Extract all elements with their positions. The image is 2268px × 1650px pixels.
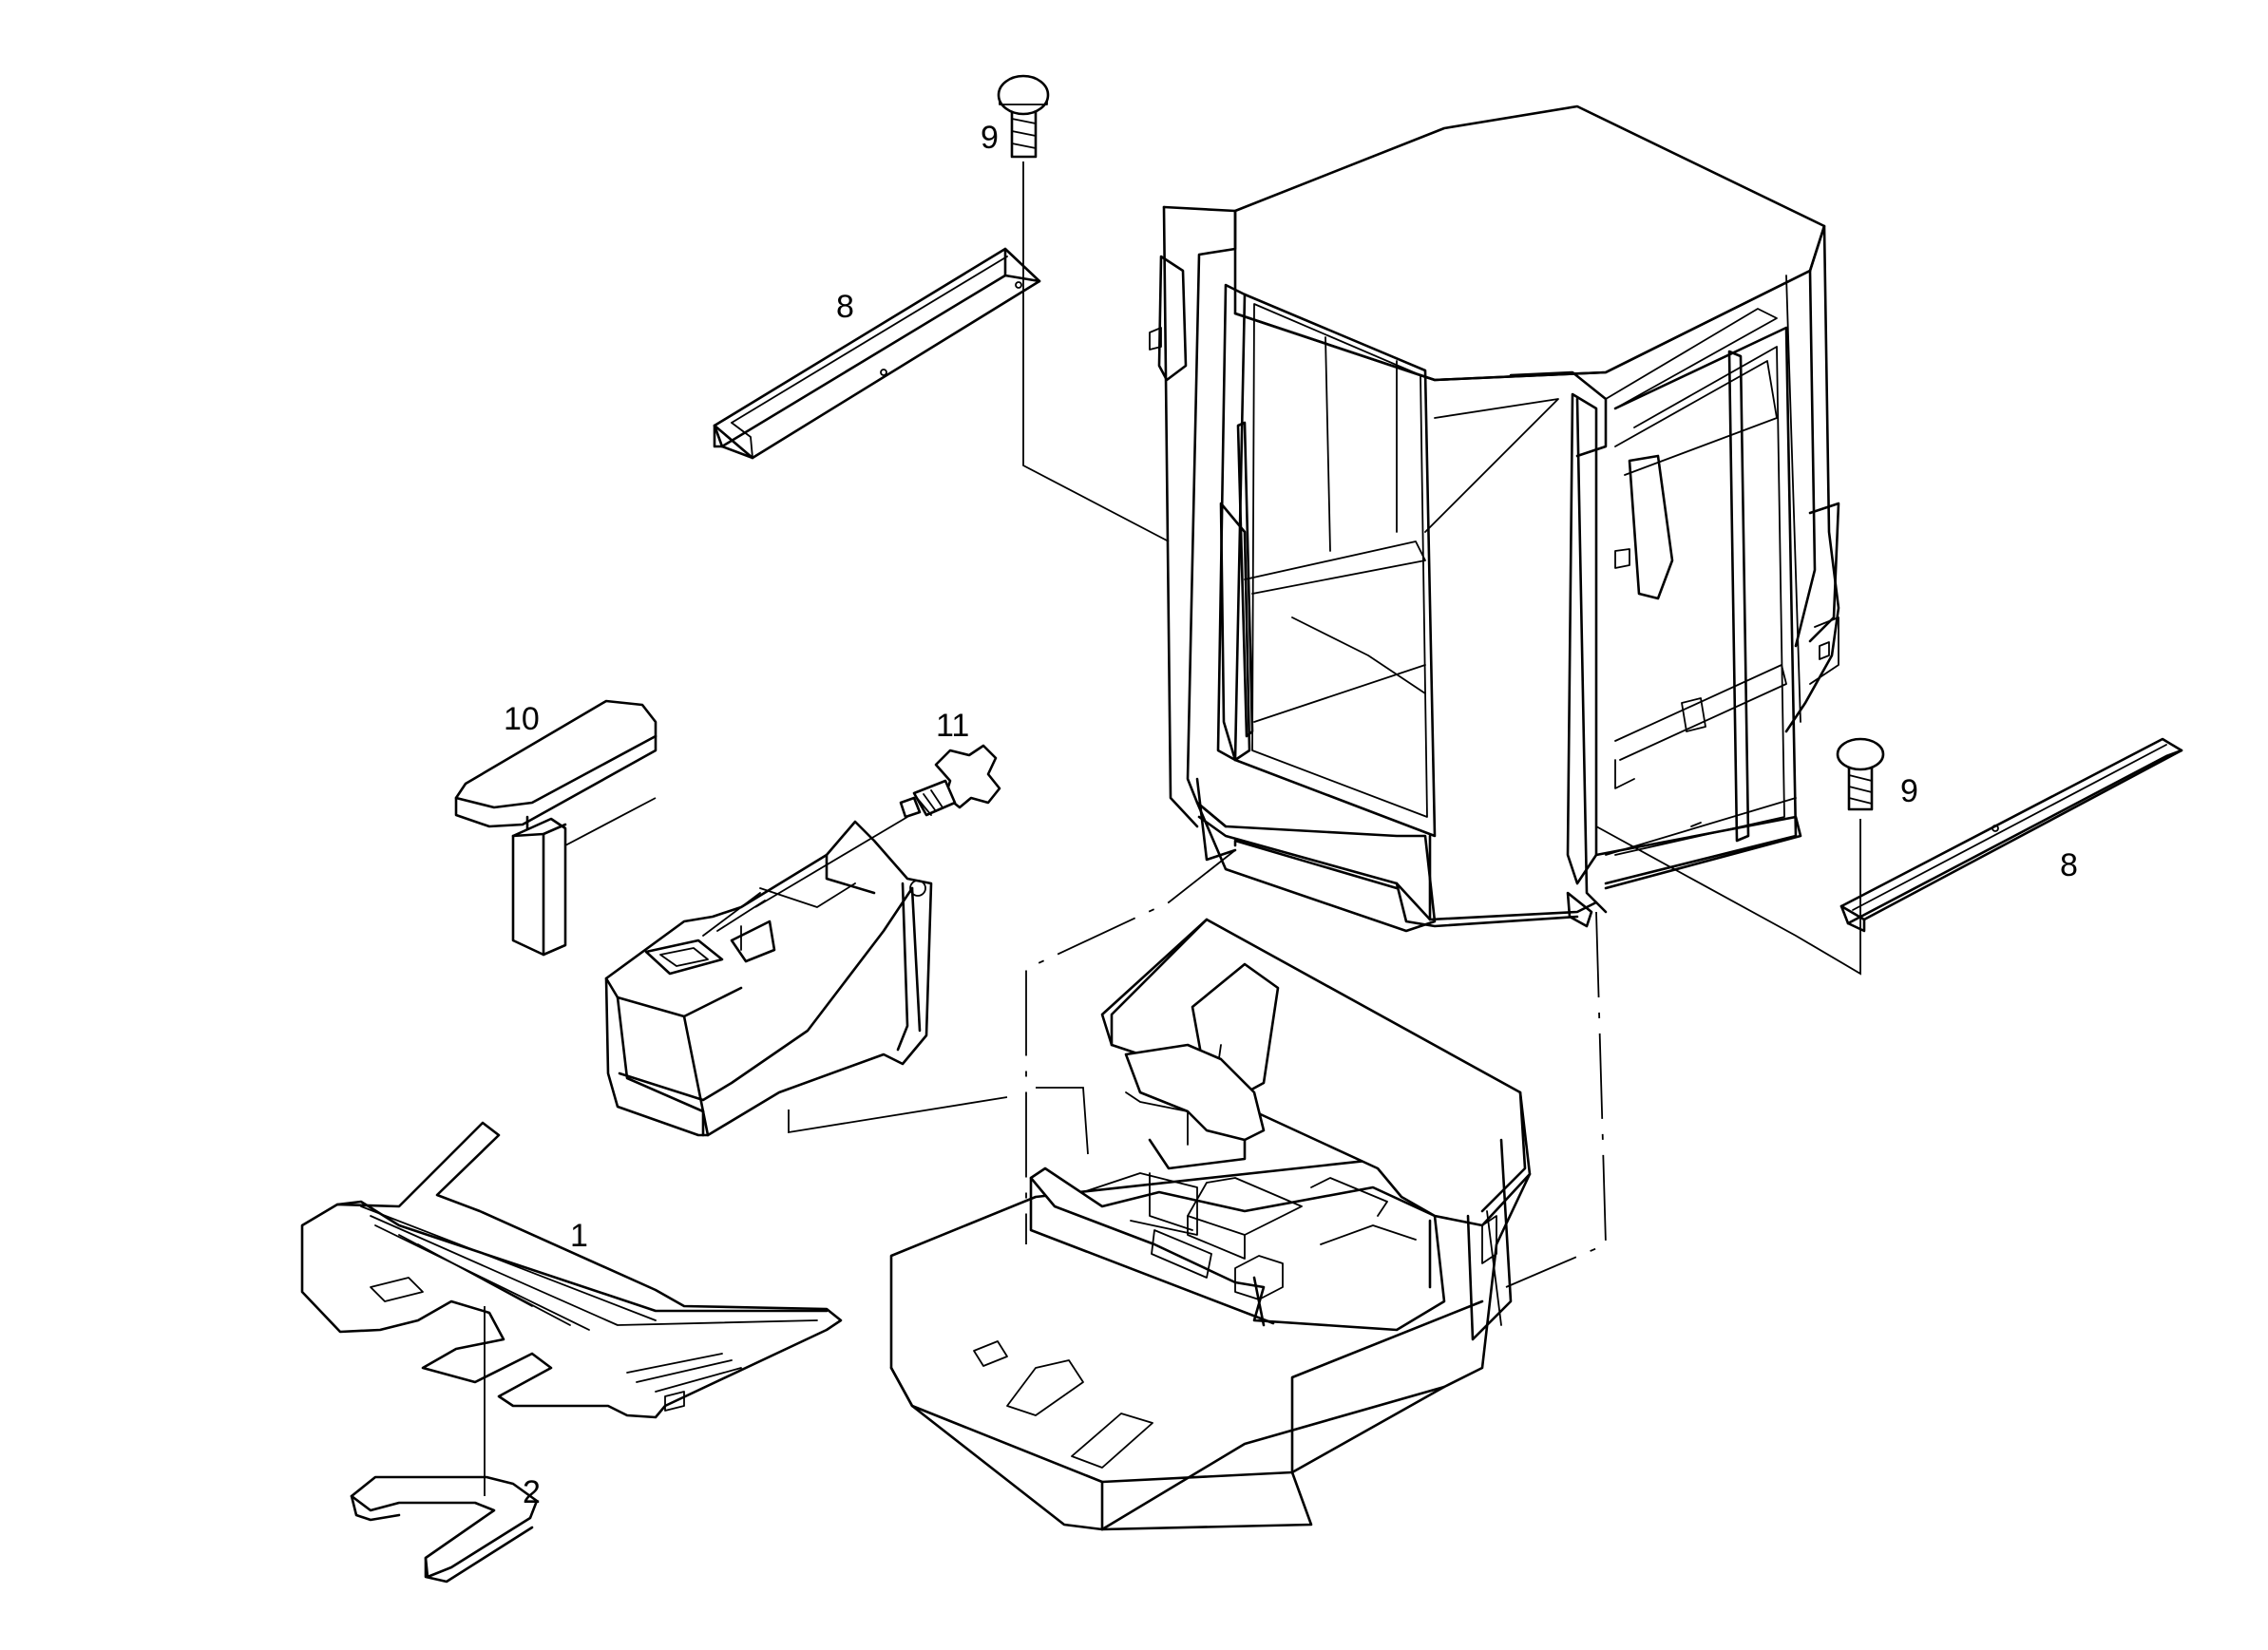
leader-screw-left-to-cab — [1022, 161, 1170, 542]
rail-left — [713, 247, 1041, 460]
leader-console-to-seat — [1036, 1087, 1089, 1155]
screw-right — [1836, 737, 1885, 811]
leader-knob — [754, 816, 908, 908]
callout-floor-mat: 1 — [570, 1218, 588, 1254]
armrest — [454, 699, 658, 957]
operator-cab — [1149, 104, 1840, 933]
screw-left — [997, 74, 1050, 159]
callout-rail-left: 8 — [836, 289, 854, 325]
leader-cab-to-platform-left — [1025, 849, 1236, 1244]
callout-pedal-mat: 2 — [523, 1474, 541, 1510]
leader-console-to-floor — [788, 1096, 1008, 1134]
callout-knob: 11 — [936, 708, 969, 744]
floor-platform — [889, 918, 1532, 1531]
leader-screw-right-to-cab — [1595, 819, 1861, 976]
callout-screw-left: 9 — [981, 120, 999, 156]
callout-rail-right: 8 — [2060, 847, 2078, 883]
leader-armrest — [564, 797, 657, 846]
callout-armrest: 10 — [504, 701, 540, 737]
leader-cab-to-platform-right — [1505, 911, 1607, 1288]
rail-right — [1839, 737, 2183, 933]
side-console — [604, 820, 933, 1137]
pedal-mat — [350, 1475, 539, 1584]
callout-screw-right: 9 — [1900, 773, 1918, 809]
floor-mat — [300, 1121, 843, 1419]
adjustment-knob — [899, 744, 1001, 819]
